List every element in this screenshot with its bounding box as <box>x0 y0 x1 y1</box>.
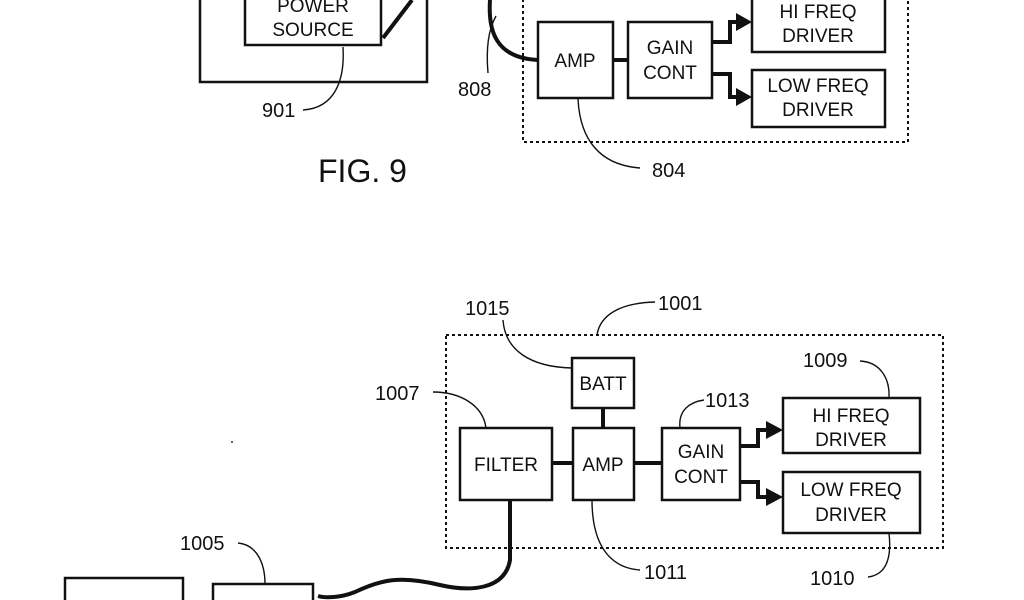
hi-freq-label-2: DRIVER <box>782 26 854 47</box>
amp-label: AMP <box>582 455 623 476</box>
low-freq-driver-box <box>781 470 922 535</box>
gain-cont-label-1: GAIN <box>647 38 693 59</box>
ref-804: 804 <box>652 160 685 182</box>
batt-box <box>570 356 636 410</box>
gain-cont-box <box>626 20 714 100</box>
ref-1010: 1010 <box>810 568 855 590</box>
low-freq-label-1: LOW FREQ <box>800 480 901 501</box>
ref-1011: 1011 <box>644 562 687 584</box>
leader-901 <box>302 46 344 111</box>
filter-box <box>458 426 554 502</box>
speck <box>231 441 233 443</box>
low-freq-label-2: DRIVER <box>782 100 854 121</box>
leader-808 <box>486 15 497 74</box>
low-arrow-line <box>712 72 738 99</box>
hi-freq-label-1: HI FREQ <box>779 2 856 23</box>
low-arrow-head <box>766 488 783 506</box>
power-source-label-1: POWER <box>277 0 349 17</box>
filter-label: FILTER <box>474 455 538 476</box>
ref-1015: 1015 <box>465 298 510 320</box>
ref-901: 901 <box>262 100 295 122</box>
leader-1015 <box>502 319 573 369</box>
fig10: 1001 1015 BATT 1007 FILTER AMP GAIN CONT… <box>63 293 944 600</box>
batt-label: BATT <box>579 374 627 395</box>
source-device-box <box>63 576 185 600</box>
hi-freq-label-1: HI FREQ <box>812 406 889 427</box>
hi-arrow-line <box>712 20 738 44</box>
leader-1007 <box>432 391 487 429</box>
hi-freq-driver-box <box>781 396 922 455</box>
hi-arrow-head <box>766 421 783 439</box>
hi-freq-driver-box <box>750 0 887 54</box>
transmitter-box <box>211 582 315 600</box>
power-cable <box>381 0 414 40</box>
ref-1001: 1001 <box>658 293 703 315</box>
power-source-box <box>243 0 383 47</box>
ref-1007: 1007 <box>375 383 420 405</box>
amp-label: AMP <box>554 51 595 72</box>
speaker-unit-dashed-box <box>445 334 944 549</box>
leader-1001 <box>596 301 656 336</box>
speaker-unit-dashed-box <box>522 0 909 143</box>
low-arrow-head <box>736 88 752 106</box>
leader-1013 <box>679 399 705 429</box>
gain-cont-label-2: CONT <box>674 467 728 488</box>
power-source-label-2: SOURCE <box>272 20 353 41</box>
fig9: POWER SOURCE 901 808 AMP GAIN CONT HI FR… <box>198 0 909 189</box>
gain-cont-label-1: GAIN <box>678 442 724 463</box>
low-freq-driver-box <box>750 68 887 129</box>
low-freq-label-2: DRIVER <box>815 505 887 526</box>
gain-cont-label-2: CONT <box>643 63 697 84</box>
leader-804 <box>577 98 641 169</box>
ref-1005: 1005 <box>180 533 225 555</box>
leader-1009 <box>859 360 890 399</box>
ref-808: 808 <box>458 79 491 101</box>
leader-1011 <box>591 499 641 571</box>
figure-caption: FIG. 9 <box>318 153 407 189</box>
leader-1005 <box>237 542 266 585</box>
ref-1009: 1009 <box>803 350 848 372</box>
leader-1010 <box>867 532 891 578</box>
cable <box>317 500 512 600</box>
gain-cont-box <box>660 426 742 502</box>
low-arrow-line <box>740 480 768 499</box>
cable-808 <box>487 0 539 62</box>
low-freq-label-1: LOW FREQ <box>767 76 868 97</box>
hi-arrow-line <box>740 428 768 448</box>
ref-1013: 1013 <box>705 390 750 412</box>
hi-arrow-head <box>736 13 752 31</box>
amp-box <box>571 426 636 502</box>
hi-freq-label-2: DRIVER <box>815 430 887 451</box>
